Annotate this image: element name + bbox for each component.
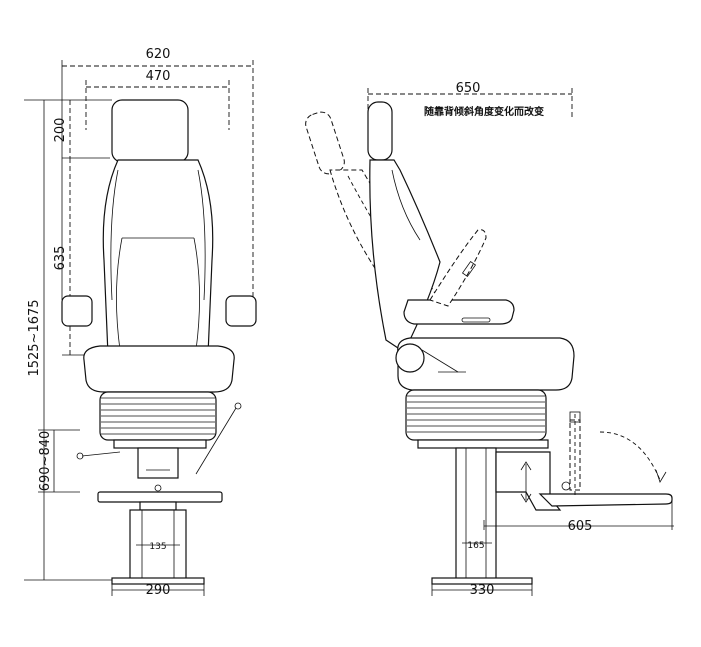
dim-front-back-width: 470 — [85, 69, 230, 130]
front-right-lever — [195, 407, 237, 475]
dim-135-label: 135 — [149, 542, 166, 552]
side-armrest-raised-ghost — [429, 229, 487, 307]
dim-290-label: 290 — [146, 583, 171, 598]
side-view: 650 随靠背倾斜角度变化而改变 — [305, 81, 674, 598]
front-view: 620 470 200 635 1525~1675 690~840 — [24, 47, 257, 598]
dim-200-label: 200 — [53, 118, 68, 143]
dim-650-label: 650 — [456, 81, 481, 96]
side-footrest-folded-ghost — [569, 411, 667, 498]
side-suspension-bellows — [405, 389, 547, 441]
dim-left-verticals — [24, 99, 120, 581]
front-suspension-bellows — [99, 391, 217, 441]
dim-1525-1675-label: 1525~1675 — [27, 299, 42, 376]
side-swivel-plate — [417, 439, 549, 449]
side-base-plate — [431, 577, 533, 585]
side-headrest — [367, 101, 393, 161]
front-footrest-plate — [97, 491, 223, 503]
dim-330-label: 330 — [470, 583, 495, 598]
front-seat-cushion — [83, 345, 235, 393]
front-headrest — [111, 99, 189, 163]
front-left-lever — [81, 451, 121, 457]
front-armrest-right — [225, 295, 257, 327]
side-footrest-plate — [538, 493, 673, 507]
front-column-head — [137, 447, 179, 479]
backrest-tilt-note: 随靠背倾斜角度变化而改变 — [424, 105, 544, 118]
side-height-arrow — [520, 461, 532, 503]
dim-690-840-label: 690~840 — [38, 431, 53, 492]
dim-635-label: 635 — [53, 246, 68, 271]
front-base-plate — [111, 577, 205, 585]
front-armrest-left — [61, 295, 93, 327]
side-column — [455, 447, 497, 583]
front-backrest — [102, 159, 214, 356]
dim-470-label: 470 — [146, 69, 171, 84]
side-armrest — [403, 299, 515, 325]
dim-620-label: 620 — [146, 47, 171, 62]
side-seat-cushion — [397, 337, 575, 391]
front-swivel-plate — [113, 439, 207, 449]
dim-side-depth: 650 随靠背倾斜角度变化而改变 — [367, 81, 573, 118]
dim-605-label: 605 — [568, 519, 593, 534]
dim-165-label: 165 — [467, 541, 484, 551]
side-recline-knob — [395, 343, 425, 373]
dim-footrest-reach: 605 — [483, 500, 674, 534]
